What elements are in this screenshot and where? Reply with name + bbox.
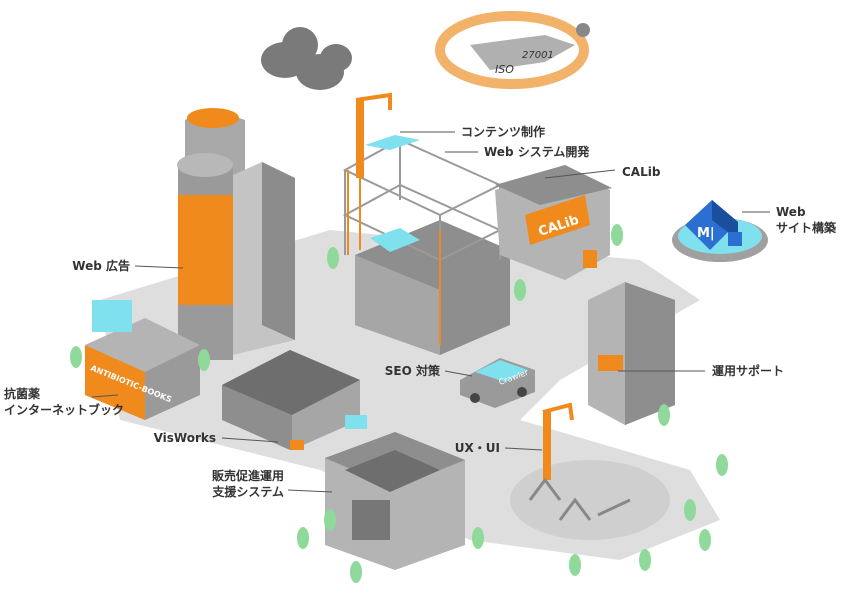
tree-icons (70, 224, 728, 583)
website-building: M| (672, 200, 768, 262)
seo-car: Crawler (460, 358, 535, 408)
helicopter-iso-number: 27001 (522, 50, 554, 61)
operation-support-building (588, 282, 675, 425)
web-system-construction (342, 92, 510, 355)
label-sales-support: 販売促進運用 支援システム (180, 468, 284, 500)
ux-ui-playground (528, 402, 631, 521)
label-antibiotic-line1: 抗菌薬 (4, 387, 41, 401)
label-website-building: Web サイト構築 (776, 204, 836, 236)
label-ux-ui: UX・UI (454, 441, 500, 455)
label-operation-support: 運用サポート (712, 364, 785, 378)
sales-support-building (325, 432, 465, 570)
label-website-line1: Web (776, 205, 806, 219)
label-web-system: Web システム開発 (484, 145, 590, 159)
label-content-production: コンテンツ制作 (461, 125, 546, 139)
label-website-line2: サイト構築 (776, 221, 837, 235)
website-mi-sign: M| (697, 226, 715, 241)
label-antibiotic: 抗菌薬 インターネットブック (4, 386, 124, 418)
label-antibiotic-line2: インターネットブック (4, 403, 125, 417)
helicopter-icon: ISO 27001 (435, 11, 590, 89)
web-ad-towers (177, 108, 295, 360)
antibiotic-books-building: ANTIBIOTIC-BOOKS (85, 300, 200, 420)
label-sales-line2: 支援システム (212, 485, 284, 499)
calib-building: CALib (495, 165, 612, 280)
label-web-ad: Web 広告 (72, 259, 130, 273)
label-visworks: VisWorks (153, 431, 216, 445)
label-seo: SEO 対策 (384, 364, 440, 378)
cloud-icon (261, 27, 352, 90)
visworks-warehouse (222, 350, 367, 450)
label-calib: CALib (622, 165, 661, 179)
label-sales-line1: 販売促進運用 (211, 469, 284, 483)
helicopter-iso-text: ISO (495, 63, 514, 76)
leader-lines (91, 131, 770, 493)
